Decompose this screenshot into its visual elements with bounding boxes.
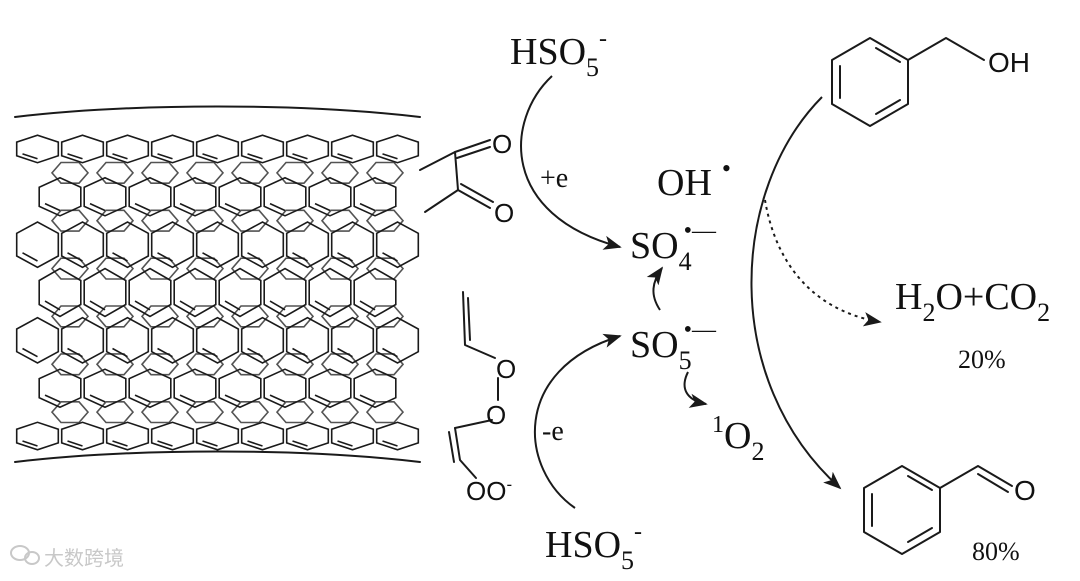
lattice-back-hexagon: [232, 163, 268, 184]
lattice-back-hexagon: [52, 402, 88, 423]
arrow-oxidation-to-aldehyde: [751, 97, 840, 488]
wechat-logo-icon: [11, 546, 39, 564]
aldehyde-oxygen-label: O: [1014, 475, 1036, 506]
lattice-back-hexagon: [277, 163, 313, 184]
arrow-mineralization: [765, 200, 880, 322]
lattice-back-hexagon: [97, 402, 133, 423]
lattice-back-hexagon: [367, 402, 403, 423]
lattice-back-hexagon: [277, 402, 313, 423]
carbonyl-oxygen-1: O: [492, 129, 512, 159]
aldehyde-yield: 80%: [972, 537, 1020, 566]
so5-radical: SO5•—: [630, 317, 717, 375]
lattice-back-hexagon: [142, 163, 178, 184]
benzyl-alcohol-structure: OH: [832, 38, 1030, 126]
lattice-back-hexagon: [97, 163, 133, 184]
tube-bottom-rim: [15, 452, 420, 463]
watermark: 大数跨境: [11, 546, 124, 570]
mineralization-products: H2O+CO2: [895, 276, 1050, 327]
lattice-back-hexagon: [367, 163, 403, 184]
lattice-back-hexagon: [187, 402, 223, 423]
hso5-top-label: HSO5-: [510, 26, 607, 82]
singlet-oxygen: 1O2: [712, 412, 764, 466]
arrow-so5-to-so4: [653, 268, 662, 310]
cnt-functional-groups: O O O O OO-: [420, 129, 516, 506]
lattice-back-hexagon: [142, 402, 178, 423]
arrow-hso5-to-so4: [521, 76, 620, 247]
electron-gain-label: +e: [540, 163, 568, 194]
arrow-so5-to-singlet-oxygen: [685, 372, 706, 404]
lattice-back-hexagon: [322, 402, 358, 423]
lattice-back-hexagon: [187, 163, 223, 184]
electron-loss-label: -e: [542, 416, 564, 447]
watermark-text: 大数跨境: [44, 546, 124, 570]
sulfate-radical: SO4•—: [630, 218, 717, 276]
lattice-back-hexagon: [232, 402, 268, 423]
hso5-bottom-label: HSO5-: [545, 519, 642, 575]
lattice-back-hexagon: [52, 163, 88, 184]
lattice-back-hexagon: [322, 163, 358, 184]
peroxide-oxygen-1: O: [496, 354, 516, 384]
mineralization-yield: 20%: [958, 345, 1006, 374]
carbon-nanotube-structure: [15, 107, 420, 463]
tube-top-rim: [15, 107, 420, 118]
benzyl-hydroxyl-label: OH: [988, 47, 1030, 78]
peroxide-oxygen-2: O: [486, 400, 506, 430]
peroxy-anion: OO-: [466, 475, 512, 506]
hydroxyl-radical: OH•: [657, 154, 731, 204]
carbonyl-oxygen-2: O: [494, 198, 514, 228]
